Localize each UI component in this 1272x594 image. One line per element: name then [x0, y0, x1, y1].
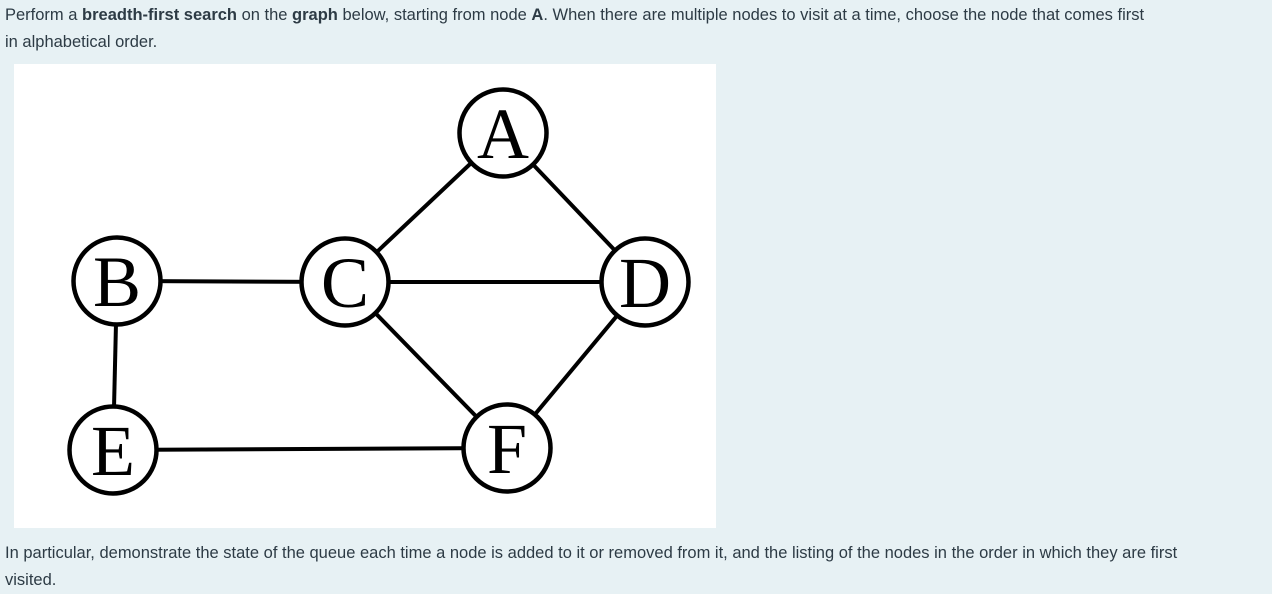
- graph-edge-E-F: [112, 446, 508, 452]
- graph-svg: A B C D E F: [67, 87, 691, 496]
- question-text-segment: A: [531, 6, 544, 24]
- graph-figure-panel: A B C D E F: [14, 64, 716, 528]
- question-intro-text: Perform a breadth-first search on the gr…: [5, 2, 1269, 56]
- question-text-segment: on the: [237, 6, 293, 24]
- graph-node-A: [457, 87, 549, 179]
- graph-node-label-B: B: [93, 242, 141, 322]
- graph-node-label-D: D: [619, 243, 671, 323]
- graph-node-F: [461, 402, 553, 494]
- question-text-segment: graph: [292, 6, 338, 24]
- graph-node-label-C: C: [321, 243, 369, 323]
- question-text-segment: below, starting from node: [337, 6, 532, 24]
- question-text-segment: Perform a: [5, 6, 83, 24]
- question-text-segment: . When there are multiple nodes to visit…: [5, 6, 1145, 51]
- graph-node-E: [67, 404, 159, 496]
- graph-node-C: [299, 236, 391, 328]
- graph-node-label-A: A: [477, 94, 529, 174]
- question-followup-text: In particular, demonstrate the state of …: [5, 544, 1178, 589]
- graph-node-D: [599, 236, 691, 328]
- graph-node-label-F: F: [487, 409, 527, 489]
- graph-node-label-E: E: [91, 411, 135, 491]
- question-text-segment: breadth-first search: [82, 6, 237, 24]
- graph-node-B: [71, 235, 163, 327]
